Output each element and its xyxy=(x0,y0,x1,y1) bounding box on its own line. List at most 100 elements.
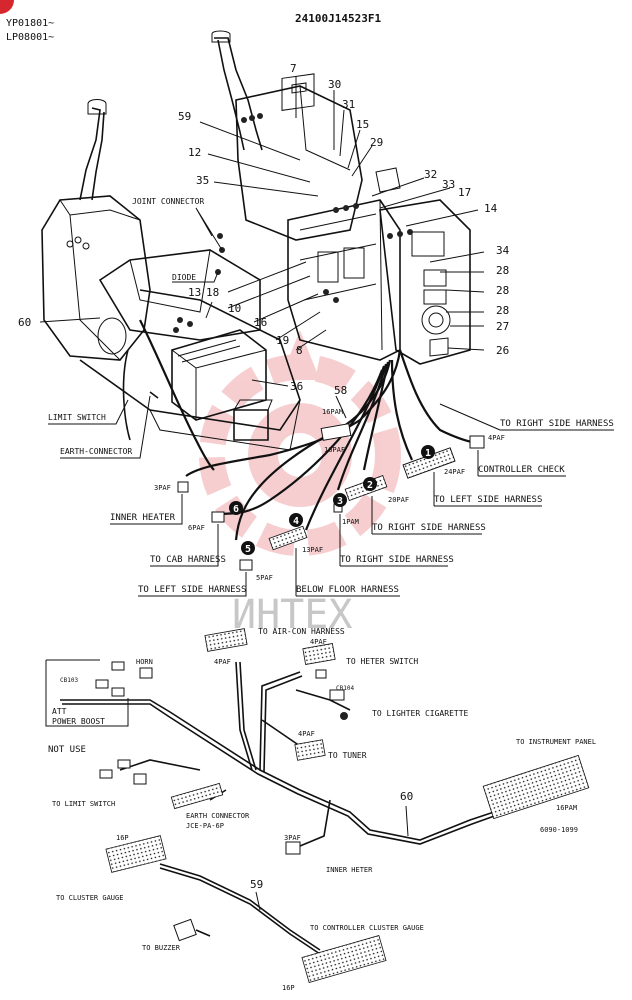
connector-cluster xyxy=(105,835,167,873)
label-horn: HORN xyxy=(136,658,153,666)
badge-2: 2 xyxy=(367,480,373,491)
connector-heter-switch xyxy=(302,643,336,665)
label-to-buzzer: TO BUZZER xyxy=(142,944,181,952)
label-controller-check: CONTROLLER CHECK xyxy=(478,465,565,475)
serial-number-1: YP01801~ xyxy=(6,18,54,29)
label-drawing-no: 6090-1099 xyxy=(540,826,578,834)
part-number: 24100J14523F1 xyxy=(295,12,381,25)
code-16paf: 16PAF xyxy=(324,446,345,454)
callout-30: 30 xyxy=(328,78,341,91)
callout-28b: 28 xyxy=(496,284,509,297)
callout-17: 17 xyxy=(458,186,471,199)
badge-3: 3 xyxy=(337,496,343,507)
label-limit-switch: LIMIT SWITCH xyxy=(48,413,106,422)
label-tuner: TO TUNER xyxy=(328,751,367,760)
label-earth-connector-2: JCE-PA-6P xyxy=(186,822,224,830)
callout-8: 8 xyxy=(296,344,303,357)
label-not-use: NOT USE xyxy=(48,745,86,755)
connector-3paf xyxy=(177,481,189,493)
label-to-left-side-harness-2: TO LEFT SIDE HARNESS xyxy=(434,495,542,505)
label-lighter-cigarette: TO LIGHTER CIGARETTE xyxy=(372,709,469,718)
connector-13paf xyxy=(268,525,308,551)
label-16pam: 16PAM xyxy=(556,804,577,812)
code-4paf: 4PAF xyxy=(488,434,505,442)
connector-tuner xyxy=(294,739,326,761)
callout-16: 16 xyxy=(254,316,267,329)
callout-28a: 28 xyxy=(496,264,509,277)
code-24paf: 24PAF xyxy=(444,468,465,476)
code-3paf: 3PAF xyxy=(154,484,171,492)
code-6paf: 6PAF xyxy=(188,524,205,532)
badge-5: 5 xyxy=(245,544,251,555)
callout-15: 15 xyxy=(356,118,369,131)
label-to-cab-harness: TO CAB HARNESS xyxy=(150,555,226,565)
label-4paf-c: 4PAF xyxy=(298,730,315,738)
label-cb103: CB103 xyxy=(60,677,78,684)
connector-16pam xyxy=(320,423,352,441)
label-power-boost: POWER BOOST xyxy=(52,717,105,726)
code-13paf: 13PAF xyxy=(302,546,323,554)
badge-6: 6 xyxy=(233,504,239,515)
badge-1: 1 xyxy=(425,448,431,459)
label-earth-connector: EARTH-CONNECTOR xyxy=(60,447,132,456)
callout-35: 35 xyxy=(196,174,209,187)
callout-26: 26 xyxy=(496,344,509,357)
connector-instrument xyxy=(482,754,590,820)
label-joint-connector: JOINT CONNECTOR xyxy=(132,197,204,206)
callout-19: 19 xyxy=(276,334,289,347)
callout-28c: 28 xyxy=(496,304,509,317)
connector-air-con xyxy=(204,628,248,652)
callout-29: 29 xyxy=(370,136,383,149)
connector-buzzer xyxy=(173,918,197,942)
badge-4: 4 xyxy=(293,516,299,527)
label-att: ATT xyxy=(52,707,67,716)
connector-codes: 16PAM 16PAF 4PAF 24PAF 20PAF 3PAF 6PAF 1… xyxy=(154,408,505,582)
label-earth-connector-1: EARTH CONNECTOR xyxy=(186,812,250,820)
code-16pam: 16PAM xyxy=(322,408,343,416)
code-1pam: 1PAM xyxy=(342,518,359,526)
callout-59: 59 xyxy=(178,110,191,123)
connector-earth xyxy=(170,782,224,810)
callout-12: 12 xyxy=(188,146,201,159)
connector-controller-cluster xyxy=(301,934,387,984)
label-4paf-b: 4PAF xyxy=(310,638,327,646)
label-below-floor-harness: BELOW FLOOR HARNESS xyxy=(296,585,399,595)
callout-58: 58 xyxy=(334,384,347,397)
watermark-text: ИНТЕХ xyxy=(232,592,352,638)
label-16p-a: 16P xyxy=(116,834,129,842)
label-to-right-side-harness-1: TO RIGHT SIDE HARNESS xyxy=(340,555,454,565)
top-harness-labels: JOINT CONNECTOR DIODE LIMIT SWITCH EARTH… xyxy=(48,197,614,597)
harness-schematic xyxy=(45,628,590,984)
label-to-limit-switch: TO LIMIT SWITCH xyxy=(52,800,115,808)
schematic-labels: TO AIR-CON HARNESS 4PAF 4PAF TO HETER SW… xyxy=(48,627,596,992)
label-instrument-panel: TO INSTRUMENT PANEL xyxy=(516,738,596,746)
callout-32: 32 xyxy=(424,168,437,181)
corner-mark xyxy=(0,0,14,14)
code-5paf: 5PAF xyxy=(256,574,273,582)
label-to-right-side-harness-2: TO RIGHT SIDE HARNESS xyxy=(372,523,486,533)
label-to-left-side-harness-1: TO LEFT SIDE HARNESS xyxy=(138,585,246,595)
callout-27: 27 xyxy=(496,320,509,333)
callout-13: 13 xyxy=(188,286,201,299)
label-callout-60: 60 xyxy=(400,790,413,803)
connector-6paf xyxy=(211,511,225,523)
callout-31: 31 xyxy=(342,98,355,111)
label-to-cluster-gauge: TO CLUSTER GAUGE xyxy=(56,894,123,902)
callout-18: 18 xyxy=(206,286,219,299)
connector-inner-heter xyxy=(285,841,301,855)
label-inner-heter: INNER HETER xyxy=(326,866,373,874)
serial-number-2: LP08001~ xyxy=(6,32,54,43)
label-controller-cluster: TO CONTROLLER CLUSTER GAUGE xyxy=(310,924,424,932)
connector-lighter xyxy=(329,689,345,701)
label-inner-heater: INNER HEATER xyxy=(110,513,176,523)
connector-horn xyxy=(139,667,153,679)
callout-7: 7 xyxy=(290,62,297,75)
part-callouts: 7 30 59 31 15 12 29 35 32 33 17 14 34 28… xyxy=(18,62,510,419)
callout-14: 14 xyxy=(484,202,498,215)
label-air-con-harness: TO AIR-CON HARNESS xyxy=(258,627,345,636)
label-callout-59: 59 xyxy=(250,878,263,891)
label-cb104: CB104 xyxy=(336,685,354,692)
connector-5paf xyxy=(239,559,253,571)
callout-36: 36 xyxy=(290,380,303,393)
